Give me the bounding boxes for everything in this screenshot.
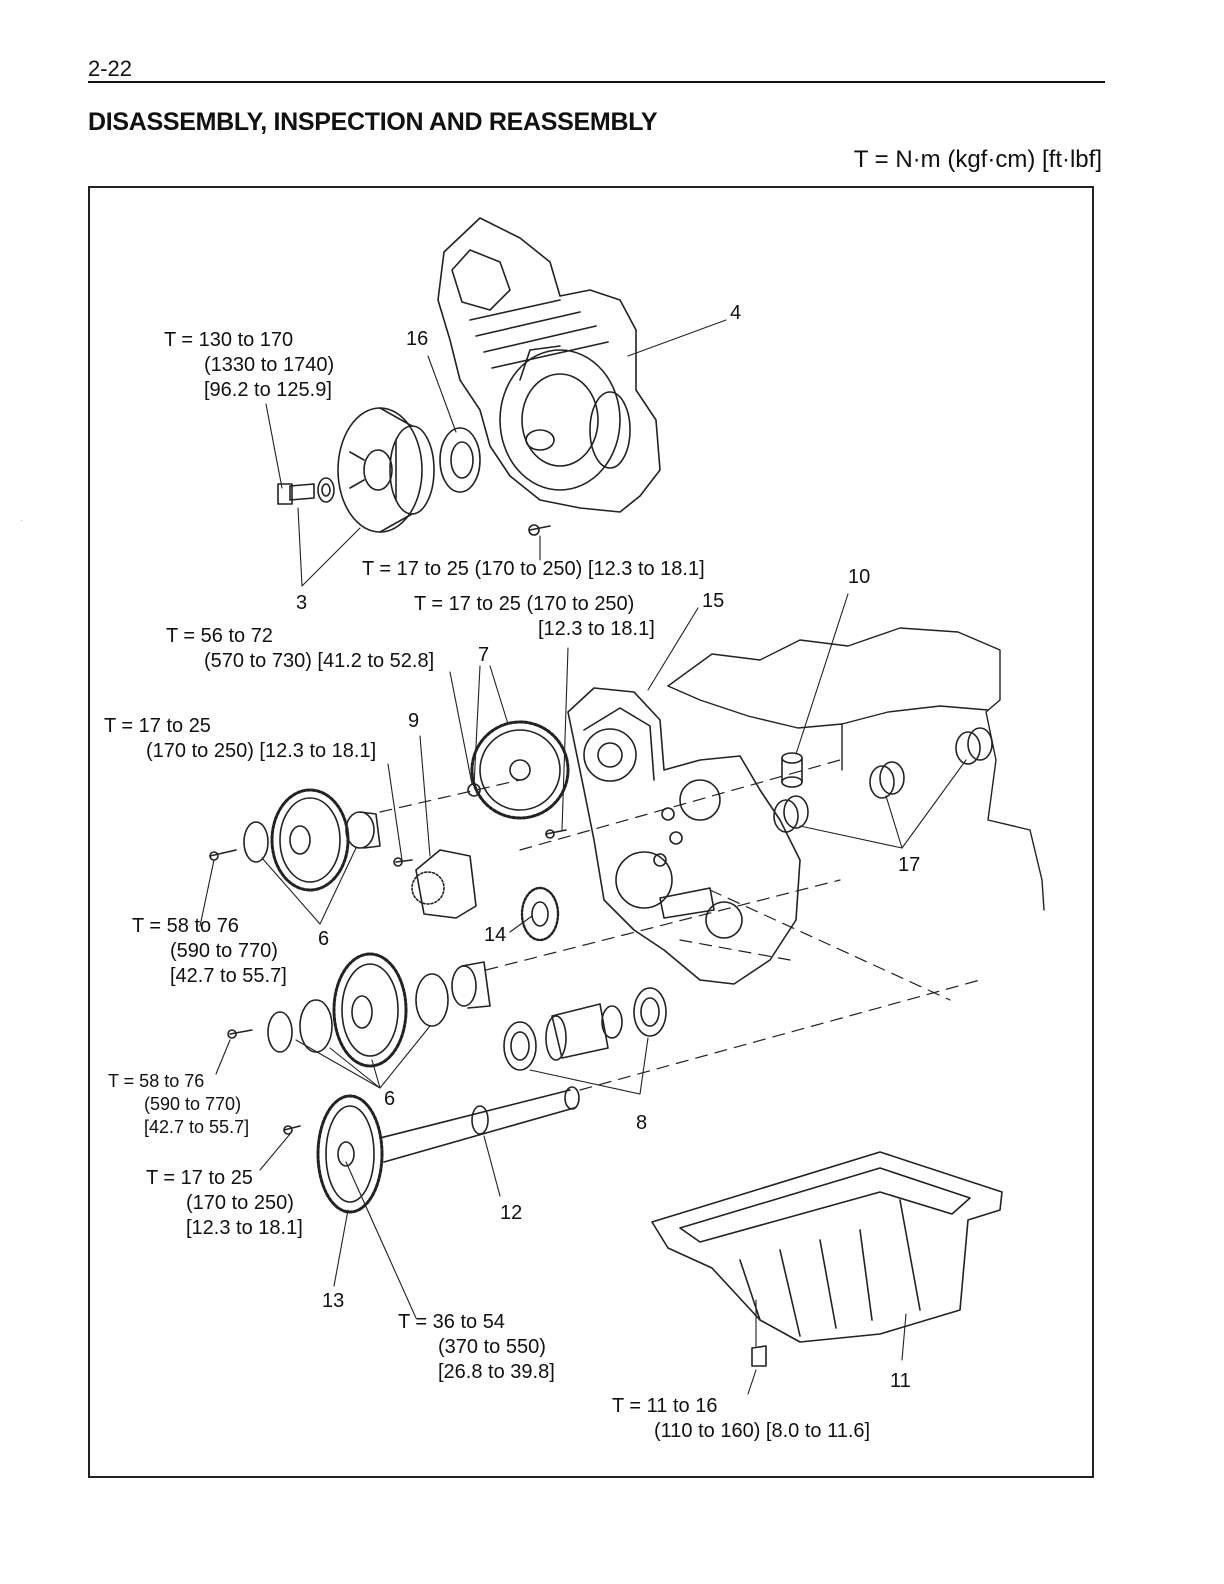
- torque-line: (590 to 770): [144, 1094, 242, 1114]
- torque-line: (1330 to 1740): [204, 354, 335, 376]
- bushing-mid: [869, 761, 905, 799]
- torque-line: [12.3 to 18.1]: [186, 1217, 303, 1239]
- crankshaft-pulley: [337, 407, 435, 533]
- bushing-right: [955, 727, 993, 765]
- torque-line: (170 to 250): [186, 1192, 294, 1214]
- part-number-15: 15: [702, 590, 725, 612]
- gear-case: [567, 687, 801, 985]
- torque-line: T = 17 to 25: [146, 1167, 253, 1189]
- part-number-13: 13: [322, 1290, 345, 1312]
- torque-line: (370 to 550): [438, 1336, 546, 1358]
- gear-14: [520, 886, 560, 942]
- torque-spec-case-bolt: T = 17 to 25 (170 to 250) [12.3 to 18.1]: [414, 592, 655, 642]
- torque-spec-camshaft-bolt: T = 17 to 25 (170 to 250) [12.3 to 18.1]: [146, 1166, 303, 1241]
- torque-line: T = 130 to 170: [164, 329, 294, 351]
- torque-line: T = 58 to 76: [132, 915, 239, 937]
- idle-gear-7: [467, 720, 570, 839]
- torque-line: (590 to 770): [170, 940, 278, 962]
- scan-speck: ·: [20, 516, 23, 525]
- torque-line: T = 17 to 25: [104, 715, 211, 737]
- torque-spec-upper-gear: T = 58 to 76 (590 to 770) [42.7 to 55.7]: [132, 914, 287, 989]
- torque-spec-drain-plug: T = 11 to 16 (110 to 160) [8.0 to 11.6]: [612, 1394, 870, 1444]
- torque-line: T = 36 to 54: [398, 1311, 505, 1333]
- torque-line: T = 56 to 72: [166, 625, 273, 647]
- part-number-10: 10: [848, 566, 871, 588]
- timing-cover: [437, 217, 661, 513]
- torque-line: [12.3 to 18.1]: [538, 618, 655, 640]
- part-number-3: 3: [296, 592, 308, 614]
- torque-spec-camshaft-gear: T = 36 to 54 (370 to 550) [26.8 to 39.8]: [398, 1310, 555, 1385]
- oil-pump: [393, 849, 477, 919]
- torque-spec-lower-gear: T = 58 to 76 (590 to 770) [42.7 to 55.7]: [108, 1070, 249, 1139]
- bushing-left: [773, 795, 809, 833]
- part-number-4: 4: [730, 302, 742, 324]
- torque-line: [96.2 to 125.9]: [204, 379, 332, 401]
- alignment-lines: [379, 759, 981, 1091]
- camshaft: [283, 1086, 580, 1214]
- part-number-7: 7: [478, 644, 490, 666]
- torque-line: (110 to 160) [8.0 to 11.6]: [654, 1420, 871, 1442]
- part-number-9: 9: [408, 710, 420, 732]
- upper-gear-6: [209, 788, 381, 892]
- part-number-17: 17: [898, 854, 921, 876]
- torque-line: [42.7 to 55.7]: [144, 1117, 250, 1137]
- torque-line: (570 to 730) [41.2 to 52.8]: [204, 650, 435, 672]
- leader-lines: [199, 319, 967, 1395]
- page-number: 2-22: [88, 56, 133, 81]
- torque-line: [26.8 to 39.8]: [438, 1361, 555, 1383]
- torque-spec-oil-pump: T = 17 to 25 (170 to 250) [12.3 to 18.1]: [104, 714, 376, 764]
- diagram-frame: [88, 186, 1094, 1478]
- balance-shaft-bearings: [503, 987, 667, 1071]
- part-number-11: 11: [890, 1370, 911, 1392]
- part-number-14: 14: [484, 924, 507, 946]
- torque-line: T = 11 to 16: [612, 1395, 718, 1417]
- part-number-6-upper: 6: [318, 928, 330, 950]
- torque-line: (170 to 250) [12.3 to 18.1]: [146, 740, 377, 762]
- dowel-pin: [781, 752, 803, 788]
- torque-line: T = 17 to 25 (170 to 250) [12.3 to 18.1]: [362, 558, 705, 580]
- lower-gear-6: [227, 952, 491, 1068]
- header-rule: [88, 81, 1105, 83]
- torque-units-legend: T = N·m (kgf·cm) [ft·lbf]: [853, 146, 1102, 173]
- cover-bolt: [528, 524, 551, 536]
- engine-block-outline: [667, 627, 1045, 911]
- page-title: DISASSEMBLY, INSPECTION AND REASSEMBLY: [88, 108, 658, 136]
- torque-spec-idle-gear: T = 56 to 72 (570 to 730) [41.2 to 52.8]: [166, 624, 434, 674]
- part-number-16: 16: [406, 328, 429, 350]
- part-number-8: 8: [636, 1112, 648, 1134]
- part-number-12: 12: [500, 1202, 523, 1224]
- torque-line: T = 58 to 76: [108, 1071, 205, 1091]
- oil-pan: [651, 1151, 1003, 1367]
- torque-spec-pulley-bolt: T = 130 to 170 (1330 to 1740) [96.2 to 1…: [164, 328, 334, 403]
- torque-spec-cover-bolt: T = 17 to 25 (170 to 250) [12.3 to 18.1]: [362, 557, 705, 582]
- torque-line: T = 17 to 25 (170 to 250): [414, 593, 635, 615]
- part-number-6-lower: 6: [384, 1088, 396, 1110]
- torque-line: [42.7 to 55.7]: [170, 965, 287, 987]
- oil-seal-16: [439, 427, 481, 493]
- pulley-bolt: [277, 477, 335, 505]
